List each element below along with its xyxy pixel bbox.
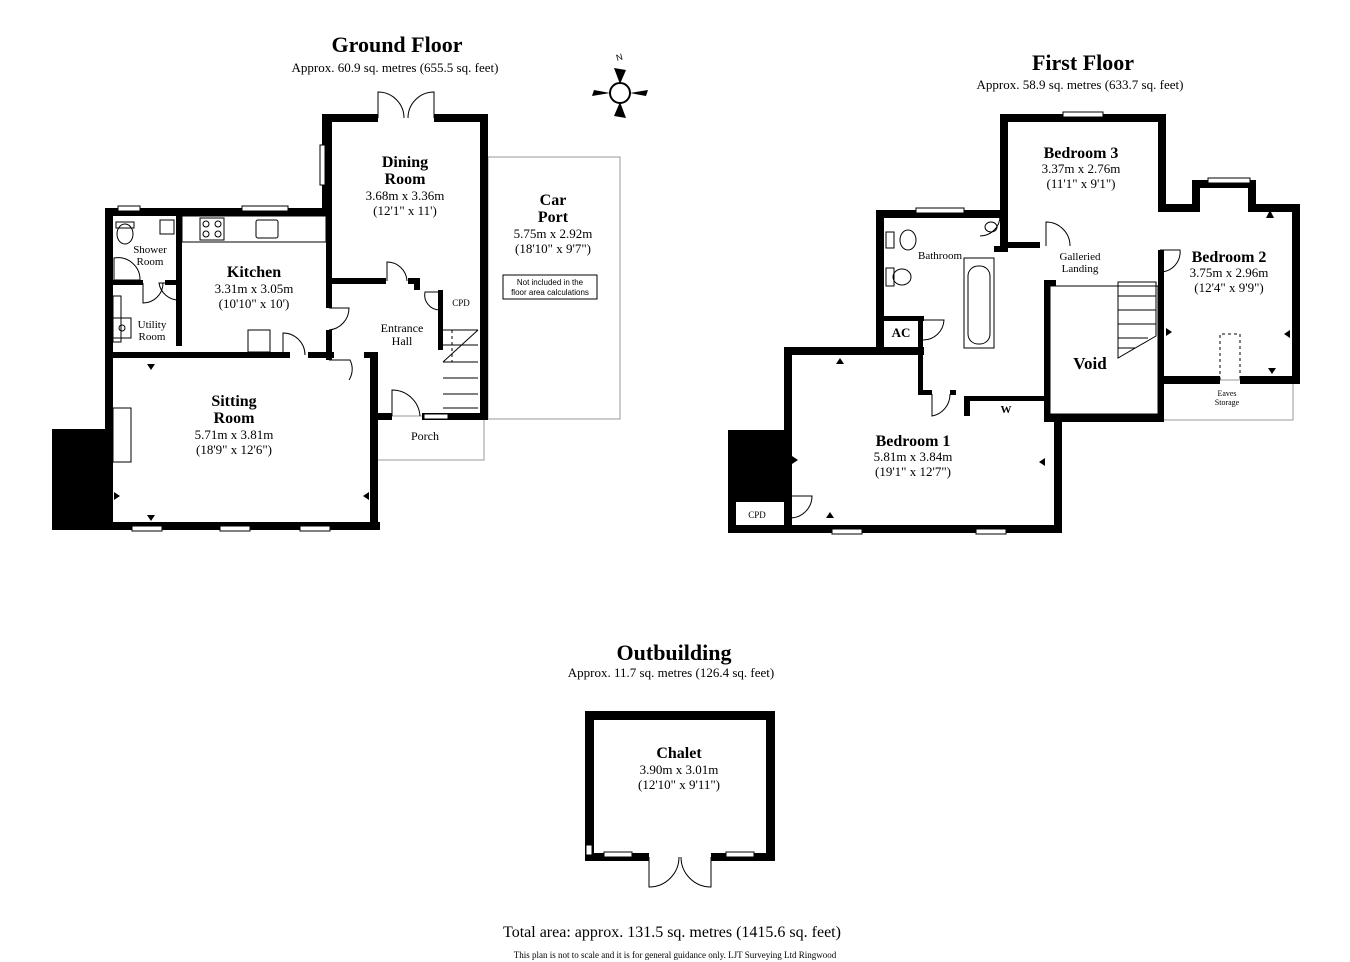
svg-text:Car: Car — [540, 192, 567, 209]
entrance-hall-label: Entrance Hall — [381, 321, 424, 348]
svg-text:3.90m x 3.01m: 3.90m x 3.01m — [640, 762, 719, 777]
north-compass-icon: N — [592, 52, 648, 118]
outbuilding-title: Outbuilding — [617, 640, 732, 665]
ground-floor-area: Approx. 60.9 sq. metres (655.5 sq. feet) — [292, 60, 499, 75]
svg-text:Storage: Storage — [1215, 398, 1240, 407]
svg-text:(18'10" x 9'7"): (18'10" x 9'7") — [515, 241, 591, 256]
svg-text:3.37m x 2.76m: 3.37m x 2.76m — [1042, 161, 1121, 176]
chalet-windows — [585, 844, 755, 858]
svg-text:3.31m x 3.05m: 3.31m x 3.05m — [215, 281, 294, 296]
kitchen-fittings — [181, 215, 327, 353]
ac-label: AC — [892, 325, 911, 340]
utility-room-label: Utility Room — [138, 319, 167, 343]
chalet-label: Chalet 3.90m x 3.01m (12'10" x 9'11") — [638, 745, 720, 792]
first-floor-title: First Floor — [1032, 50, 1134, 75]
eaves-storage-label: Eaves Storage — [1215, 389, 1240, 407]
svg-text:Dining: Dining — [382, 154, 428, 171]
svg-text:Hall: Hall — [392, 334, 413, 348]
svg-text:Sitting: Sitting — [211, 393, 256, 410]
svg-text:Eaves: Eaves — [1217, 389, 1236, 398]
bedroom-3-label: Bedroom 3 3.37m x 2.76m (11'1" x 9'1") — [1042, 145, 1121, 191]
ground-floor-title: Ground Floor — [331, 32, 462, 57]
svg-text:(10'10" x 10'): (10'10" x 10') — [219, 296, 290, 311]
north-label: N — [615, 52, 624, 63]
svg-text:(12'1" x 11'): (12'1" x 11') — [373, 203, 437, 218]
first-floor-plan: First Floor Approx. 58.9 sq. metres (633… — [728, 50, 1300, 535]
ground-floor-windows — [117, 144, 449, 532]
bedroom-1-label: Bedroom 1 5.81m x 3.84m (19'1" x 12'7") — [874, 433, 953, 479]
first-floor-walls — [728, 114, 1300, 533]
svg-text:Room: Room — [385, 171, 427, 188]
svg-text:Entrance: Entrance — [381, 321, 424, 335]
first-cupboard-label: CPD — [748, 510, 766, 520]
svg-text:Not included in the: Not included in the — [517, 278, 584, 287]
svg-text:Galleried: Galleried — [1060, 251, 1101, 263]
landing-label: Galleried Landing — [1060, 251, 1101, 275]
ground-floor-arrows — [114, 364, 369, 521]
svg-text:Room: Room — [214, 410, 256, 427]
svg-text:3.75m x 2.96m: 3.75m x 2.96m — [1190, 265, 1269, 280]
svg-text:(12'10" x 9'11"): (12'10" x 9'11") — [638, 777, 720, 792]
svg-text:Bedroom 2: Bedroom 2 — [1192, 249, 1267, 266]
car-port-label: Car Port 5.75m x 2.92m (18'10" x 9'7") N… — [511, 192, 592, 297]
svg-text:Chalet: Chalet — [656, 745, 702, 762]
svg-text:Room: Room — [137, 256, 164, 268]
outbuilding-area: Approx. 11.7 sq. metres (126.4 sq. feet) — [568, 665, 774, 680]
bathroom-fittings — [885, 215, 1001, 349]
svg-text:Shower: Shower — [133, 244, 167, 256]
wardrobe-label: W — [1001, 404, 1012, 416]
eaves-door-outline — [1219, 333, 1241, 380]
svg-text:floor area calculations: floor area calculations — [511, 288, 589, 297]
svg-text:Bedroom 1: Bedroom 1 — [876, 433, 951, 450]
svg-text:3.68m x 3.36m: 3.68m x 3.36m — [366, 188, 445, 203]
svg-text:Utility: Utility — [138, 319, 167, 331]
void-label: Void — [1073, 354, 1107, 373]
outbuilding-plan: Outbuilding Approx. 11.7 sq. metres (126… — [568, 640, 775, 888]
first-floor-area: Approx. 58.9 sq. metres (633.7 sq. feet) — [977, 77, 1184, 92]
shower-room-label: Shower Room — [133, 244, 167, 268]
svg-text:Landing: Landing — [1062, 263, 1099, 275]
svg-text:5.71m x 3.81m: 5.71m x 3.81m — [195, 427, 274, 442]
ground-floor-plan: Ground Floor Approx. 60.9 sq. metres (65… — [52, 32, 621, 532]
first-floor-arrows — [792, 210, 1290, 518]
total-area: Total area: approx. 131.5 sq. metres (14… — [503, 924, 841, 941]
svg-text:Room: Room — [139, 331, 166, 343]
first-floor-stairs — [1049, 281, 1159, 415]
bedroom-2-label: Bedroom 2 3.75m x 2.96m (12'4" x 9'9") — [1190, 249, 1269, 295]
bathroom-label: Bathroom — [918, 250, 962, 262]
shower-fittings — [112, 219, 175, 343]
ground-floor-stairs — [442, 329, 479, 409]
car-port-note-box — [502, 274, 598, 300]
chalet-doors — [648, 856, 712, 888]
ground-floor-doors — [142, 91, 441, 417]
svg-text:Bedroom 3: Bedroom 3 — [1044, 145, 1119, 162]
dining-room-label: Dining Room 3.68m x 3.36m (12'1" x 11') — [366, 154, 445, 218]
ground-cupboard-label: CPD — [452, 298, 470, 308]
svg-text:5.81m x 3.84m: 5.81m x 3.84m — [874, 449, 953, 464]
disclaimer: This plan is not to scale and it is for … — [514, 950, 837, 960]
svg-text:5.75m x 2.92m: 5.75m x 2.92m — [514, 226, 593, 241]
svg-text:(18'9" x 12'6"): (18'9" x 12'6") — [196, 442, 272, 457]
svg-text:Port: Port — [538, 209, 569, 226]
svg-text:(11'1" x 9'1"): (11'1" x 9'1") — [1047, 176, 1116, 191]
svg-text:(12'4" x 9'9"): (12'4" x 9'9") — [1194, 280, 1263, 295]
first-floor-windows — [831, 111, 1251, 535]
sitting-room-label: Sitting Room 5.71m x 3.81m (18'9" x 12'6… — [195, 393, 274, 457]
first-floor-doors — [789, 221, 1181, 519]
porch-label: Porch — [411, 429, 439, 443]
svg-text:(19'1" x 12'7"): (19'1" x 12'7") — [875, 464, 951, 479]
svg-text:Kitchen: Kitchen — [227, 264, 281, 281]
kitchen-label: Kitchen 3.31m x 3.05m (10'10" x 10') — [215, 264, 294, 311]
